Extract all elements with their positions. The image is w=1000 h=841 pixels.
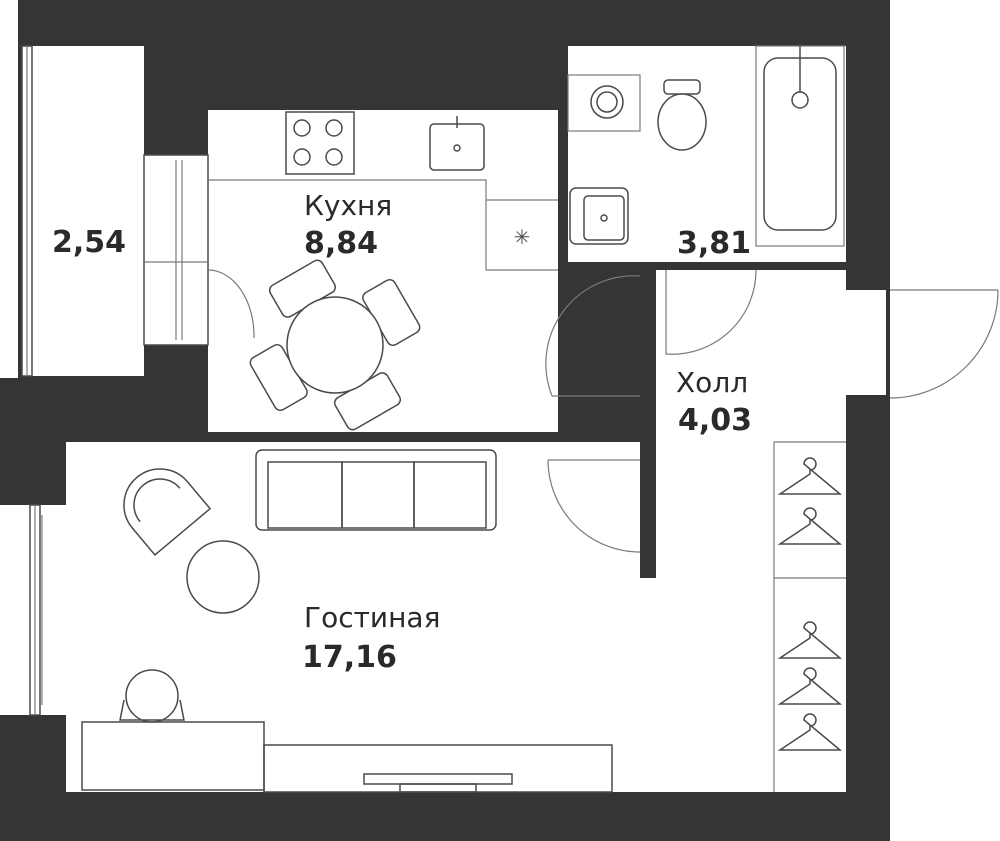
hall-name: Холл: [676, 366, 748, 399]
bathroom-area: 3,81: [677, 226, 751, 261]
balcony-area: 2,54: [52, 225, 126, 260]
living-window: [29, 504, 43, 716]
kitchen-fixtures: ✳: [208, 111, 558, 271]
dining-table: [249, 259, 421, 431]
kitchen-name: Кухня: [304, 189, 392, 222]
wardrobe: [773, 441, 846, 792]
living-name: Гостиная: [304, 601, 440, 634]
room-labels: 2,54 Кухня 8,84 3,81 Холл 4,03 Гостиная …: [52, 189, 752, 675]
balcony-glazing: [21, 45, 255, 377]
hall-area: 4,03: [678, 403, 752, 438]
doors: [545, 269, 999, 553]
svg-text:✳: ✳: [514, 225, 531, 249]
kitchen-area: 8,84: [304, 226, 378, 261]
living-furniture: [81, 449, 613, 793]
living-area: 17,16: [302, 640, 397, 675]
walls: [0, 0, 890, 841]
bathroom-fixtures: [567, 45, 845, 247]
